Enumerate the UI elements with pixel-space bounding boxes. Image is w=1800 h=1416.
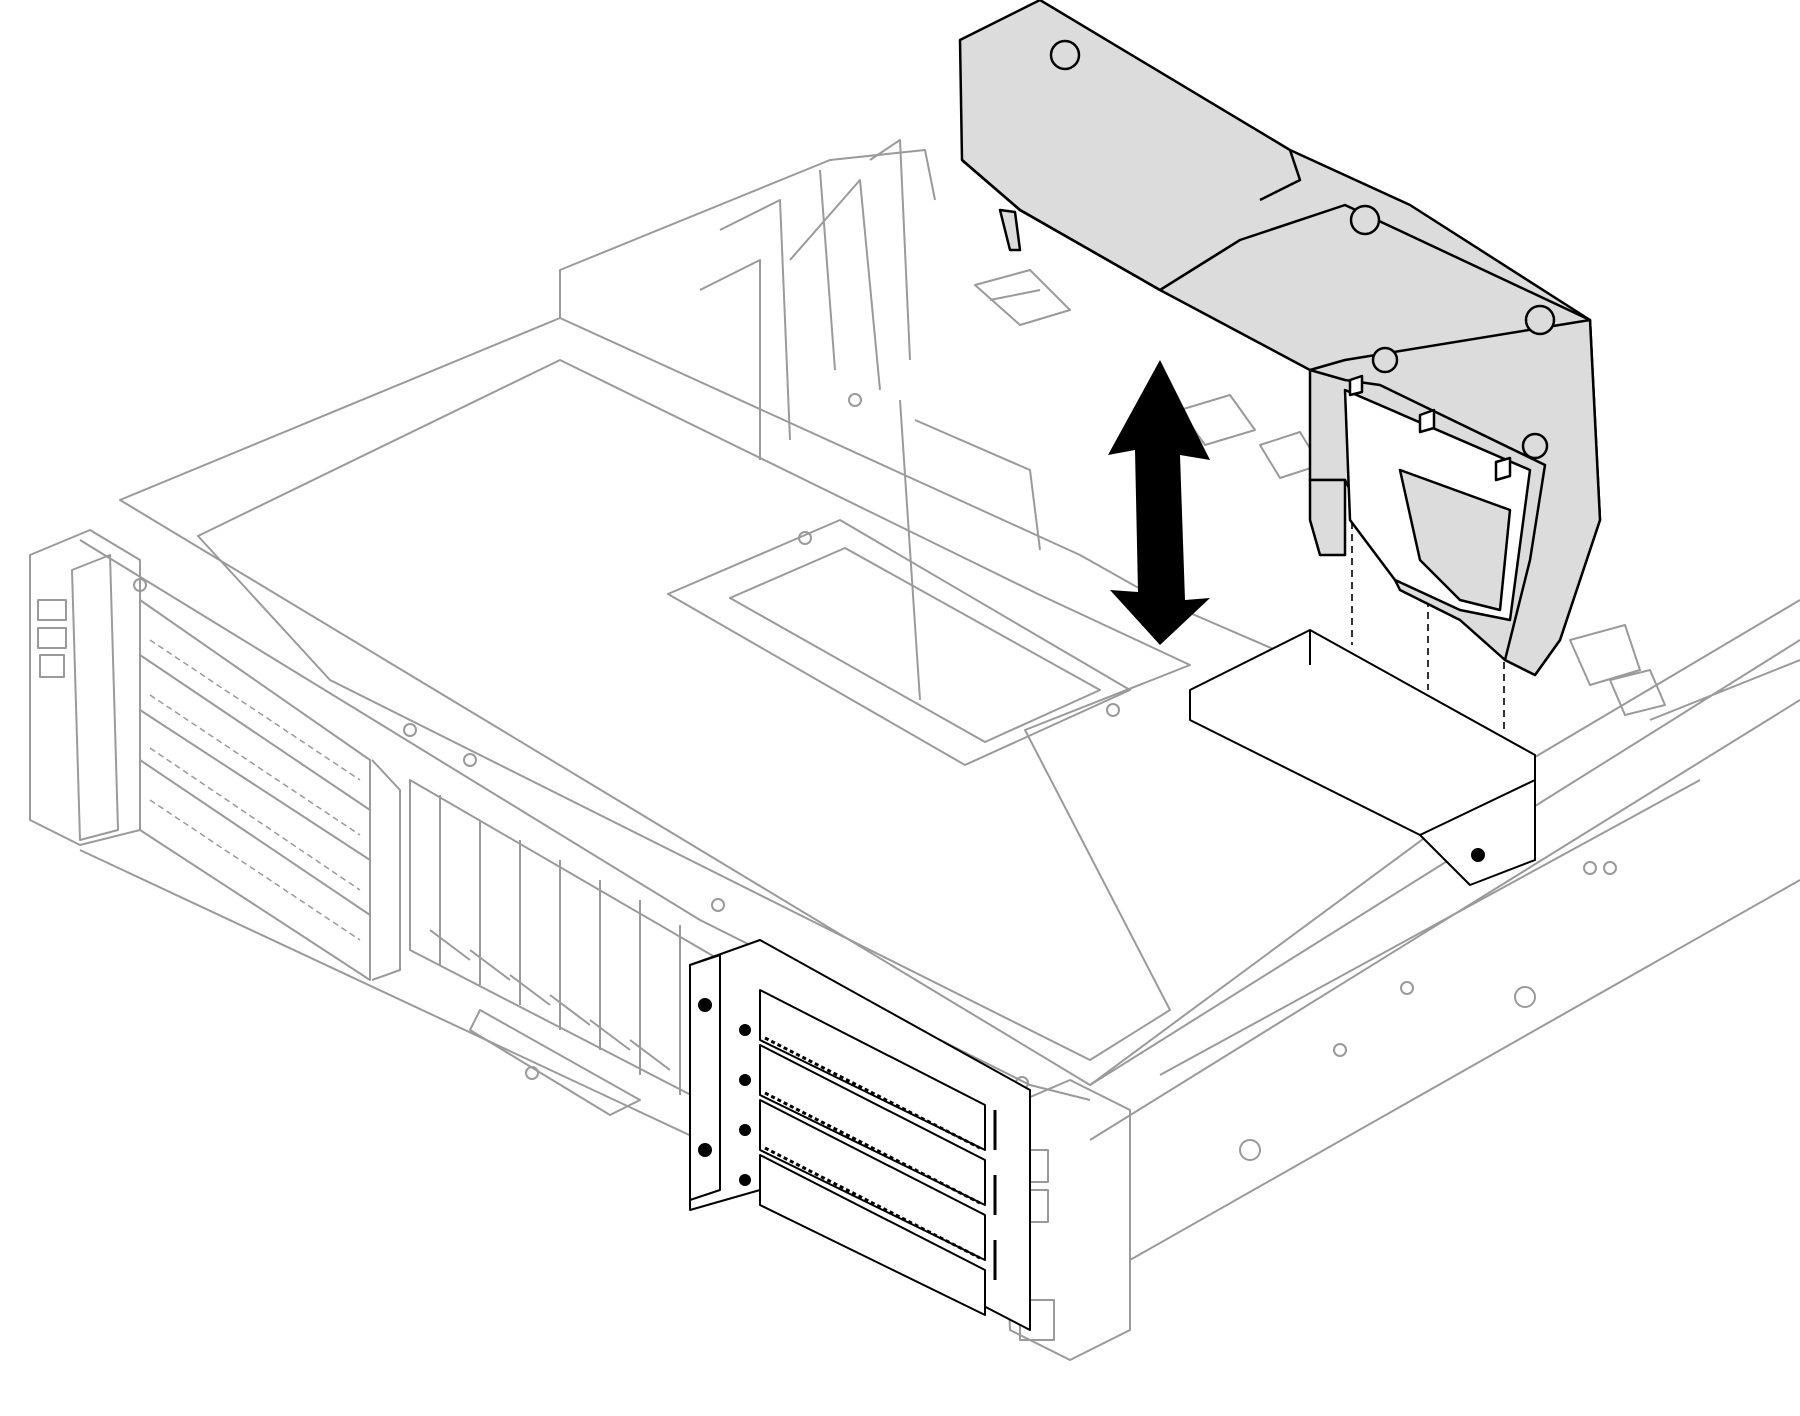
cover-screw [463, 753, 477, 767]
front-bottom [79, 849, 701, 1141]
left-usb-port-2 [37, 627, 67, 649]
baffle-screw-hole [1349, 204, 1381, 236]
air-baffle [958, 0, 1602, 677]
riser-cage [1189, 629, 1536, 886]
rear-riser-2 [719, 139, 911, 441]
side-hole [1333, 1043, 1347, 1057]
server-chassis [29, 139, 1800, 1361]
cover-screw [711, 898, 725, 912]
cover-screw [848, 393, 862, 407]
right-front-panel [999, 1079, 1131, 1361]
baffle-clip [1418, 408, 1436, 434]
left-usb-port [37, 599, 67, 621]
rear-riser [699, 169, 881, 460]
bay-screw [739, 1124, 751, 1136]
chassis-latch [469, 1009, 641, 1116]
left-ear [71, 554, 119, 841]
double-headed-vertical-arrow [1108, 360, 1210, 645]
bay-screw [739, 1024, 751, 1036]
left-front-panel [29, 529, 141, 846]
front-drive-bays-left [139, 599, 401, 981]
left-power-port [39, 654, 65, 678]
cover-panel [197, 359, 1191, 1061]
side-hole [1400, 981, 1414, 995]
front-drive-bays [689, 939, 1031, 1331]
baffle-step [1159, 149, 1302, 292]
baffle-screw-hole [1521, 432, 1549, 460]
connector-4 [1569, 624, 1666, 716]
bay-screw [739, 1074, 751, 1086]
side-hole [1603, 861, 1617, 875]
bay-slot-3 [759, 1099, 986, 1261]
baffle-clip [1494, 456, 1512, 482]
bay-slot-4 [759, 1154, 986, 1316]
baffle-screw-hole [1524, 304, 1556, 336]
bay-slot-2 [759, 1044, 986, 1206]
bracket-screw [698, 998, 712, 1012]
cover-screw [798, 531, 812, 545]
baffle-screw-hole [1371, 346, 1399, 374]
connector-1 [974, 269, 1071, 326]
side-hole [1239, 1139, 1261, 1161]
cover-window-inner [729, 547, 1101, 743]
bay-vents [764, 1036, 981, 1260]
mid-wall [899, 399, 1041, 701]
bay-bracket [689, 954, 721, 1201]
rear-wall-left [559, 149, 936, 318]
baffle-clip [1348, 374, 1364, 397]
bay-screw [739, 1174, 751, 1186]
cover-screw [403, 723, 417, 737]
bracket-screw [698, 1143, 712, 1157]
cover-screw [1106, 703, 1120, 717]
cover-window [667, 519, 1131, 766]
bay-slot-1 [759, 989, 986, 1151]
side-hole [1514, 986, 1536, 1008]
side-hole [1583, 861, 1597, 875]
baffle-leg [1308, 478, 1347, 557]
baffle-inner-shadow [1398, 468, 1512, 612]
baffle-tab [998, 208, 1022, 252]
baffle-screw-hole [1049, 39, 1081, 71]
side-rail [1159, 779, 1701, 1076]
